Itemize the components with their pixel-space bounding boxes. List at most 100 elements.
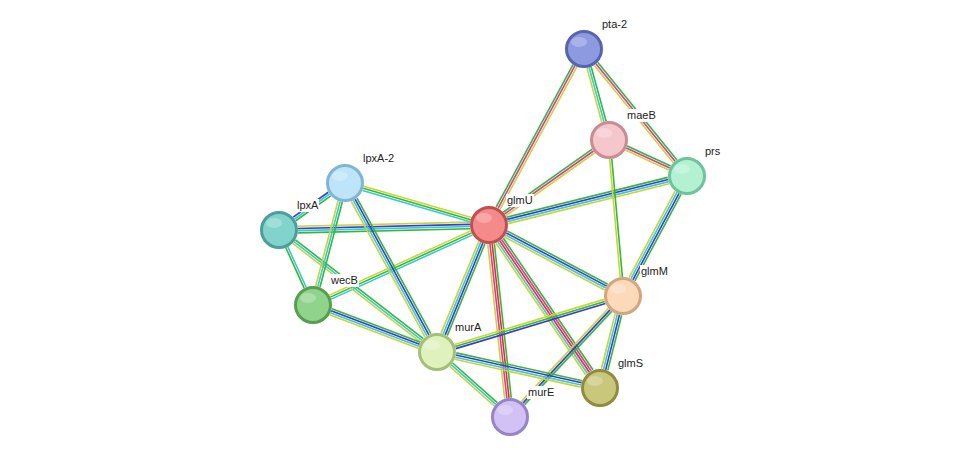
node-circle-shape: [296, 288, 331, 323]
interaction-edge: [450, 363, 498, 406]
node-label: glmS: [617, 357, 644, 370]
interaction-edge: [363, 186, 472, 222]
protein-node: glmS: [581, 369, 619, 407]
node-label: murE: [527, 386, 555, 399]
protein-node: pta-2: [565, 30, 603, 68]
node-highlight: [587, 376, 603, 386]
interaction-edge: [488, 244, 511, 399]
protein-node: maeB: [590, 121, 628, 159]
node-circle: [418, 333, 456, 371]
node-highlight: [266, 218, 282, 228]
evidence-line: [629, 191, 675, 277]
interaction-edge: [610, 159, 623, 277]
evidence-line: [505, 151, 594, 214]
evidence-line: [363, 188, 471, 219]
evidence-line: [456, 353, 582, 381]
node-circle: [590, 121, 628, 159]
evidence-line: [330, 315, 418, 349]
node-circle-shape: [592, 123, 627, 158]
evidence-line: [451, 365, 496, 405]
protein-node: glmU: [470, 206, 508, 244]
interaction-edge: [455, 299, 606, 348]
evidence-line: [450, 366, 495, 406]
node-highlight: [476, 213, 492, 223]
node-circle: [470, 206, 508, 244]
evidence-line: [445, 243, 483, 335]
node-label: lpxA-2: [362, 152, 395, 165]
node-highlight: [300, 293, 316, 303]
evidence-line: [610, 159, 621, 277]
node-highlight: [571, 37, 587, 47]
evidence-line: [286, 248, 304, 288]
evidence-line: [503, 149, 592, 212]
node-circle: [581, 369, 619, 407]
protein-node: glmM: [604, 277, 642, 315]
evidence-line: [447, 244, 485, 336]
node-label: lpxA: [296, 199, 319, 212]
evidence-line: [504, 237, 604, 290]
node-circle-shape: [606, 279, 641, 314]
evidence-line: [488, 244, 505, 398]
evidence-line: [507, 177, 668, 217]
node-highlight: [424, 340, 440, 350]
evidence-line: [330, 313, 418, 347]
evidence-line: [507, 231, 607, 284]
node-circle-shape: [670, 159, 705, 194]
evidence-line: [355, 199, 429, 335]
evidence-line: [633, 193, 679, 279]
node-label: glmU: [506, 194, 534, 207]
evidence-line: [351, 201, 425, 337]
evidence-line: [498, 66, 575, 209]
interaction-edge: [441, 241, 485, 335]
node-circle: [491, 398, 529, 436]
node-highlight: [610, 284, 626, 294]
evidence-line: [587, 68, 602, 122]
evidence-line: [298, 222, 470, 226]
node-circle-shape: [583, 371, 618, 406]
evidence-line: [332, 309, 420, 343]
evidence-line: [293, 192, 328, 217]
node-circle-shape: [472, 208, 507, 243]
evidence-line: [601, 314, 615, 369]
evidence-line: [503, 238, 593, 370]
evidence-line: [455, 357, 581, 385]
node-highlight: [674, 164, 690, 174]
evidence-line: [635, 194, 681, 280]
node-highlight: [596, 128, 612, 138]
interaction-edge: [293, 192, 331, 221]
interaction-edge: [298, 222, 470, 233]
evidence-line: [353, 200, 427, 336]
evidence-line: [455, 359, 581, 387]
node-label: glmM: [640, 265, 669, 278]
node-circle-shape: [420, 335, 455, 370]
interaction-edge: [330, 309, 421, 349]
evidence-line: [331, 311, 419, 345]
evidence-line: [625, 150, 668, 170]
protein-node: murE: [491, 398, 529, 436]
protein-node: prs: [668, 157, 706, 195]
evidence-line: [604, 314, 618, 369]
node-circle: [604, 277, 642, 315]
evidence-line: [631, 192, 677, 278]
interaction-edge: [629, 191, 681, 281]
evidence-line: [363, 190, 471, 221]
interaction-edge: [455, 353, 582, 387]
evidence-line: [627, 146, 670, 166]
node-circle: [294, 286, 332, 324]
node-label: murA: [454, 321, 482, 334]
protein-node: lpxA: [260, 211, 298, 249]
node-highlight: [497, 405, 513, 415]
evidence-line: [357, 198, 431, 334]
interaction-edge: [293, 240, 424, 342]
node-label: maeB: [626, 109, 657, 122]
evidence-line: [288, 247, 306, 287]
interaction-edge: [625, 146, 670, 170]
evidence-line: [626, 148, 669, 168]
evidence-line: [294, 194, 329, 219]
protein-node: murA: [418, 333, 456, 371]
node-circle: [260, 211, 298, 249]
node-circle: [326, 164, 364, 202]
evidence-line: [612, 159, 623, 277]
evidence-line: [500, 241, 590, 373]
